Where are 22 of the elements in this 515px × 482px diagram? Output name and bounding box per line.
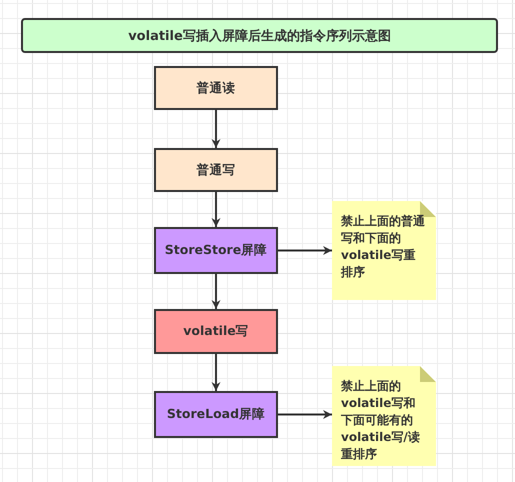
note-text: 禁止上面的volatile写和下面可能有的volatile写/读重排序: [341, 378, 421, 463]
arrow: [212, 354, 220, 391]
box-label: 普通写: [196, 162, 236, 178]
box-label: volatile写: [183, 323, 249, 340]
box-label: 普通读: [196, 80, 236, 96]
process-box: [154, 309, 278, 354]
note: [332, 201, 436, 300]
title-text: volatile写插入屏障后生成的指令序列示意图: [128, 28, 391, 44]
title-box: [21, 18, 498, 53]
barrier-box: [154, 391, 278, 438]
process-box: [154, 148, 278, 192]
arrow: [212, 274, 220, 309]
box-label: StoreStore屏障: [164, 242, 268, 259]
arrow: [212, 110, 220, 148]
arrow: [212, 192, 220, 227]
arrow: [278, 410, 332, 419]
arrow: [278, 246, 332, 255]
process-box: [154, 66, 278, 110]
note-text: 禁止上面的普通写和下面的volatile写重排序: [341, 213, 426, 281]
box-label: StoreLoad屏障: [166, 406, 266, 423]
barrier-box: [154, 227, 278, 274]
note: [332, 366, 436, 466]
